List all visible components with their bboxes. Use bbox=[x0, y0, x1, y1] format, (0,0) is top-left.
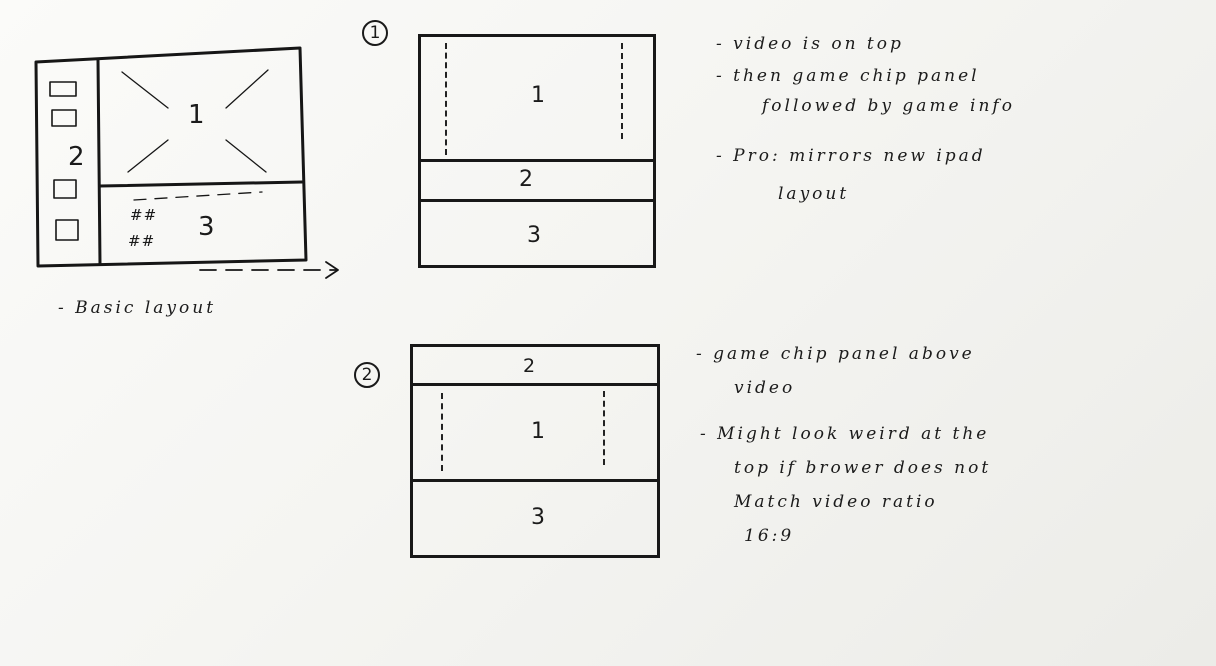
basic-video-label: 1 bbox=[188, 100, 205, 130]
option-1-video-label: 1 bbox=[531, 83, 545, 108]
option-1-frame: 1 2 3 bbox=[418, 34, 656, 268]
option-2-chips-label: 2 bbox=[523, 355, 536, 377]
option-1-badge: 1 bbox=[362, 20, 388, 46]
option-1-info-label: 3 bbox=[527, 223, 541, 248]
option-2-video-label: 1 bbox=[531, 419, 545, 444]
option-1-chips-divider bbox=[421, 159, 653, 162]
option-1-info-divider bbox=[421, 199, 653, 202]
basic-layout-caption: - Basic layout bbox=[58, 298, 217, 318]
option-1-note-1: - video is on top bbox=[716, 34, 904, 54]
option-2-frame: 2 1 3 bbox=[410, 344, 660, 558]
basic-sidebar-label: 2 bbox=[68, 142, 85, 172]
option-1-note-2: - then game chip panel bbox=[716, 66, 980, 86]
option-1-note-5: layout bbox=[778, 184, 850, 204]
option-1-right-dashed bbox=[621, 43, 623, 139]
option-2-info-label: 3 bbox=[531, 505, 545, 530]
basic-info-label: 3 bbox=[198, 212, 215, 242]
option-2-note-2: video bbox=[734, 378, 796, 398]
option-2-note-5: Match video ratio bbox=[734, 492, 938, 512]
option-1-note-3: followed by game info bbox=[762, 96, 1015, 116]
option-2-left-dashed bbox=[441, 393, 443, 471]
option-1-left-dashed bbox=[445, 43, 447, 155]
basic-hash-row-2: ## bbox=[128, 232, 156, 250]
option-1-chips-label: 2 bbox=[519, 167, 533, 192]
option-2-right-dashed bbox=[603, 391, 605, 465]
option-2-info-divider bbox=[413, 479, 657, 482]
option-1-note-4: - Pro: mirrors new ipad bbox=[716, 146, 986, 166]
option-2-video-divider bbox=[413, 383, 657, 386]
option-2-note-1: - game chip panel above bbox=[696, 344, 975, 364]
option-2-note-3: - Might look weird at the bbox=[700, 424, 990, 444]
option-2-note-4: top if brower does not bbox=[734, 458, 992, 478]
option-2-badge: 2 bbox=[354, 362, 380, 388]
basic-hash-row-1: ## bbox=[130, 206, 158, 224]
option-2-note-6: 16:9 bbox=[744, 526, 795, 546]
